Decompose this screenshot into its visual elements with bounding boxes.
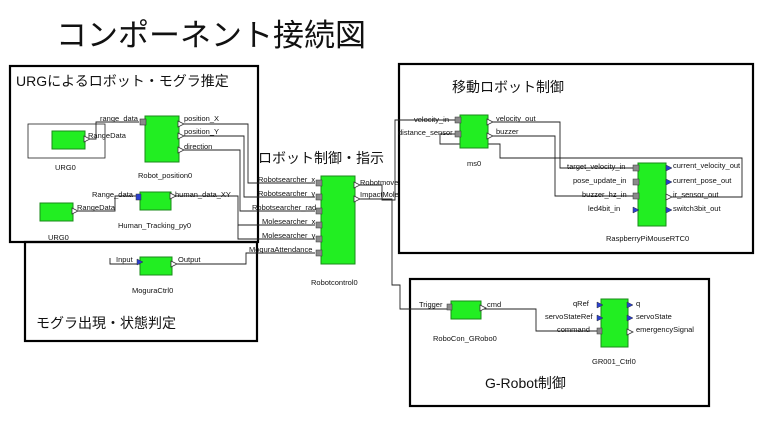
port-label: velocity_out — [496, 114, 537, 123]
port-label: buzzer_hz_in — [582, 190, 627, 199]
component-name: RoboCon_GRobo0 — [433, 334, 497, 343]
group-frame-mogura — [23, 240, 259, 343]
port-label: Range_data — [92, 190, 134, 199]
port-label: ir_sensor_out — [673, 190, 719, 199]
port-label: target_velocity_in — [567, 162, 625, 171]
component-human-tracking[interactable]: Range_data human_data_XY Human_Tracking_… — [92, 190, 231, 230]
raspberry-input-ports — [632, 164, 640, 214]
port-label: position_X — [184, 114, 219, 123]
port-label: direction — [184, 142, 212, 151]
group-label-mobile: 移動ロボット制御 — [452, 79, 564, 95]
component-robot-position0[interactable]: range_data position_X position_Y directi… — [100, 114, 219, 180]
port-label: MoguraAttendance — [249, 245, 312, 254]
port-label: switch3bit_out — [673, 204, 721, 213]
component-name: GR001_Ctrl0 — [592, 357, 636, 366]
component-urg0-b[interactable]: RangeData URG0 — [39, 202, 116, 242]
group-label-control: ロボット制御・指示 — [258, 150, 384, 166]
page-title: コンポーネント接続図 — [56, 18, 366, 53]
port-label: distance_sensor — [398, 128, 453, 137]
port-label: emergencySignal — [636, 325, 694, 334]
connection-lines — [27, 119, 743, 332]
port-label: Input — [116, 255, 134, 264]
port-label: pose_update_in — [573, 176, 626, 185]
port-label: cmd — [487, 300, 501, 309]
port-label: Molesearcher_x — [262, 217, 316, 226]
robotcontrol-input-ports — [315, 179, 323, 257]
group-label-mogura: モグラ出現・状態判定 — [36, 315, 176, 331]
component-name: URG0 — [48, 233, 69, 242]
component-name: RaspberryPiMouseRTC0 — [606, 234, 689, 243]
group-label-urg: URGによるロボット・モグラ推定 — [16, 73, 229, 89]
port-label: current_pose_out — [673, 176, 732, 185]
port-label: servoStateRef — [545, 312, 593, 321]
component-mogura-ctrl0[interactable]: Input Output MoguraCtrl0 — [116, 255, 201, 295]
group-label-grobot: G-Robot制御 — [485, 375, 566, 391]
component-name: Human_Tracking_py0 — [118, 221, 191, 230]
port-label: current_velocity_out — [673, 161, 741, 170]
port-label: position_Y — [184, 127, 219, 136]
port-label: range_data — [100, 114, 139, 123]
component-name: ms0 — [467, 159, 481, 168]
gr001-input-ports — [596, 301, 604, 335]
component-robocon-grobo0[interactable]: Trigger cmd RoboCon_GRobo0 — [419, 300, 501, 343]
port-label: qRef — [573, 299, 590, 308]
component-name: Robotcontrol0 — [311, 278, 358, 287]
raspberry-output-ports — [665, 164, 673, 214]
port-label: Molesearcher_y — [262, 231, 316, 240]
port-label: Output — [178, 255, 201, 264]
port-label: Robotsearcher_rad — [252, 203, 316, 212]
component-ms0[interactable]: velocity_in distance_sensor velocity_out… — [398, 114, 537, 168]
port-label: RangeData — [77, 203, 116, 212]
port-label: human_data_XY — [175, 190, 231, 199]
port-label: Robotsearcher_y — [258, 189, 315, 198]
port-label: Robotmove — [360, 178, 398, 187]
component-urg0-a[interactable]: RangeData URG0 — [51, 130, 127, 172]
group-frame-mobile — [397, 62, 755, 255]
port-label: Robotsearcher_x — [258, 175, 315, 184]
component-name: MoguraCtrl0 — [132, 286, 173, 295]
port-label: RangeData — [88, 131, 127, 140]
port-label: command — [557, 325, 590, 334]
component-name: Robot_position0 — [138, 171, 192, 180]
group-frame-grobot — [408, 277, 711, 408]
gr001-output-ports — [626, 301, 634, 336]
port-label: velocity_in — [414, 115, 449, 124]
port-label: ImpactMole — [360, 190, 399, 199]
port-label: servoState — [636, 312, 672, 321]
component-gr001-ctrl0[interactable]: qRef servoStateRef command q servoState … — [545, 298, 694, 366]
component-name: URG0 — [55, 163, 76, 172]
port-label: led4bit_in — [588, 204, 620, 213]
component-robotcontrol0[interactable]: Robotsearcher_x Robotsearcher_y Robotsea… — [249, 175, 399, 287]
port-label: q — [636, 299, 640, 308]
port-label: buzzer — [496, 127, 519, 136]
port-label: Trigger — [419, 300, 443, 309]
component-raspberrypi-mouse[interactable]: target_velocity_in pose_update_in buzzer… — [567, 161, 741, 243]
